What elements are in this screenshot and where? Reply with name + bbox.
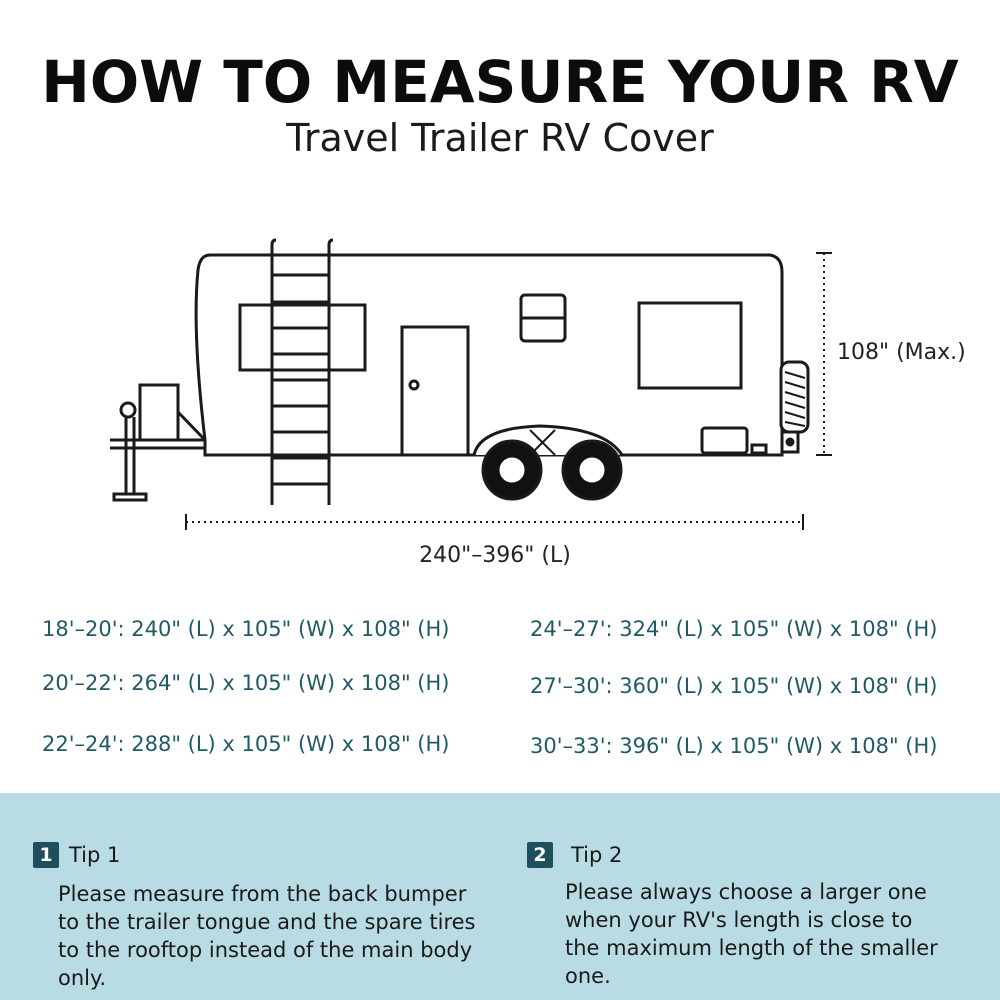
size-18-20: 18'–20': 240" (L) x 105" (W) x 108" (H) — [42, 617, 450, 641]
tip-2-line: when your RV's length is close to — [565, 908, 913, 932]
length-label: 240"–396" (L) — [419, 543, 571, 568]
size-20-22: 20'–22': 264" (L) x 105" (W) x 108" (H) — [42, 671, 450, 695]
tips-panel: 1 Tip 1 Please measure from the back bum… — [0, 793, 1000, 1000]
door — [400, 325, 470, 457]
page-title: HOW TO MEASURE YOUR RV — [41, 48, 959, 116]
tip-2-badge: 2 — [527, 842, 553, 868]
tip-2-line: one. — [565, 964, 611, 988]
tip-1-header: 1 Tip 1 — [33, 842, 120, 868]
rear-window — [637, 301, 743, 390]
page-subtitle: Travel Trailer RV Cover — [286, 116, 714, 160]
tip-1-line: only. — [58, 966, 107, 990]
height-dimension — [816, 252, 832, 456]
tip-2-line: the maximum length of the smaller — [565, 936, 938, 960]
tip-1-line: to the rooftop instead of the main body — [58, 938, 473, 962]
spare-tire — [779, 360, 810, 434]
height-label: 108" (Max.) — [837, 340, 966, 365]
tip-1-title: Tip 1 — [69, 843, 121, 867]
tail-light — [750, 443, 768, 455]
tip-1-line: Please measure from the back bumper — [58, 882, 467, 906]
door-knob — [408, 379, 420, 391]
ladder — [270, 238, 334, 505]
tip-2-header: 2 Tip 2 — [527, 842, 622, 868]
trailer-tongue — [110, 383, 207, 502]
tip-1-body: Please measure from the back bumper to t… — [58, 880, 476, 992]
tip-1-badge: 1 — [33, 842, 59, 868]
size-30-33: 30'–33': 396" (L) x 105" (W) x 108" (H) — [530, 734, 938, 758]
front-window — [238, 303, 367, 372]
tip-2-line: Please always choose a larger one — [565, 880, 927, 904]
storage-hatch — [700, 426, 749, 455]
tip-1-line: to the trailer tongue and the spare tire… — [58, 910, 476, 934]
travel-trailer-diagram — [110, 238, 832, 530]
size-24-27: 24'–27': 324" (L) x 105" (W) x 108" (H) — [530, 617, 938, 641]
size-22-24: 22'–24': 288" (L) x 105" (W) x 108" (H) — [42, 732, 450, 756]
tip-2-title: Tip 2 — [571, 843, 623, 867]
size-27-30: 27'–30': 360" (L) x 105" (W) x 108" (H) — [530, 674, 938, 698]
length-dimension — [185, 514, 804, 530]
tip-2-body: Please always choose a larger one when y… — [565, 878, 938, 990]
